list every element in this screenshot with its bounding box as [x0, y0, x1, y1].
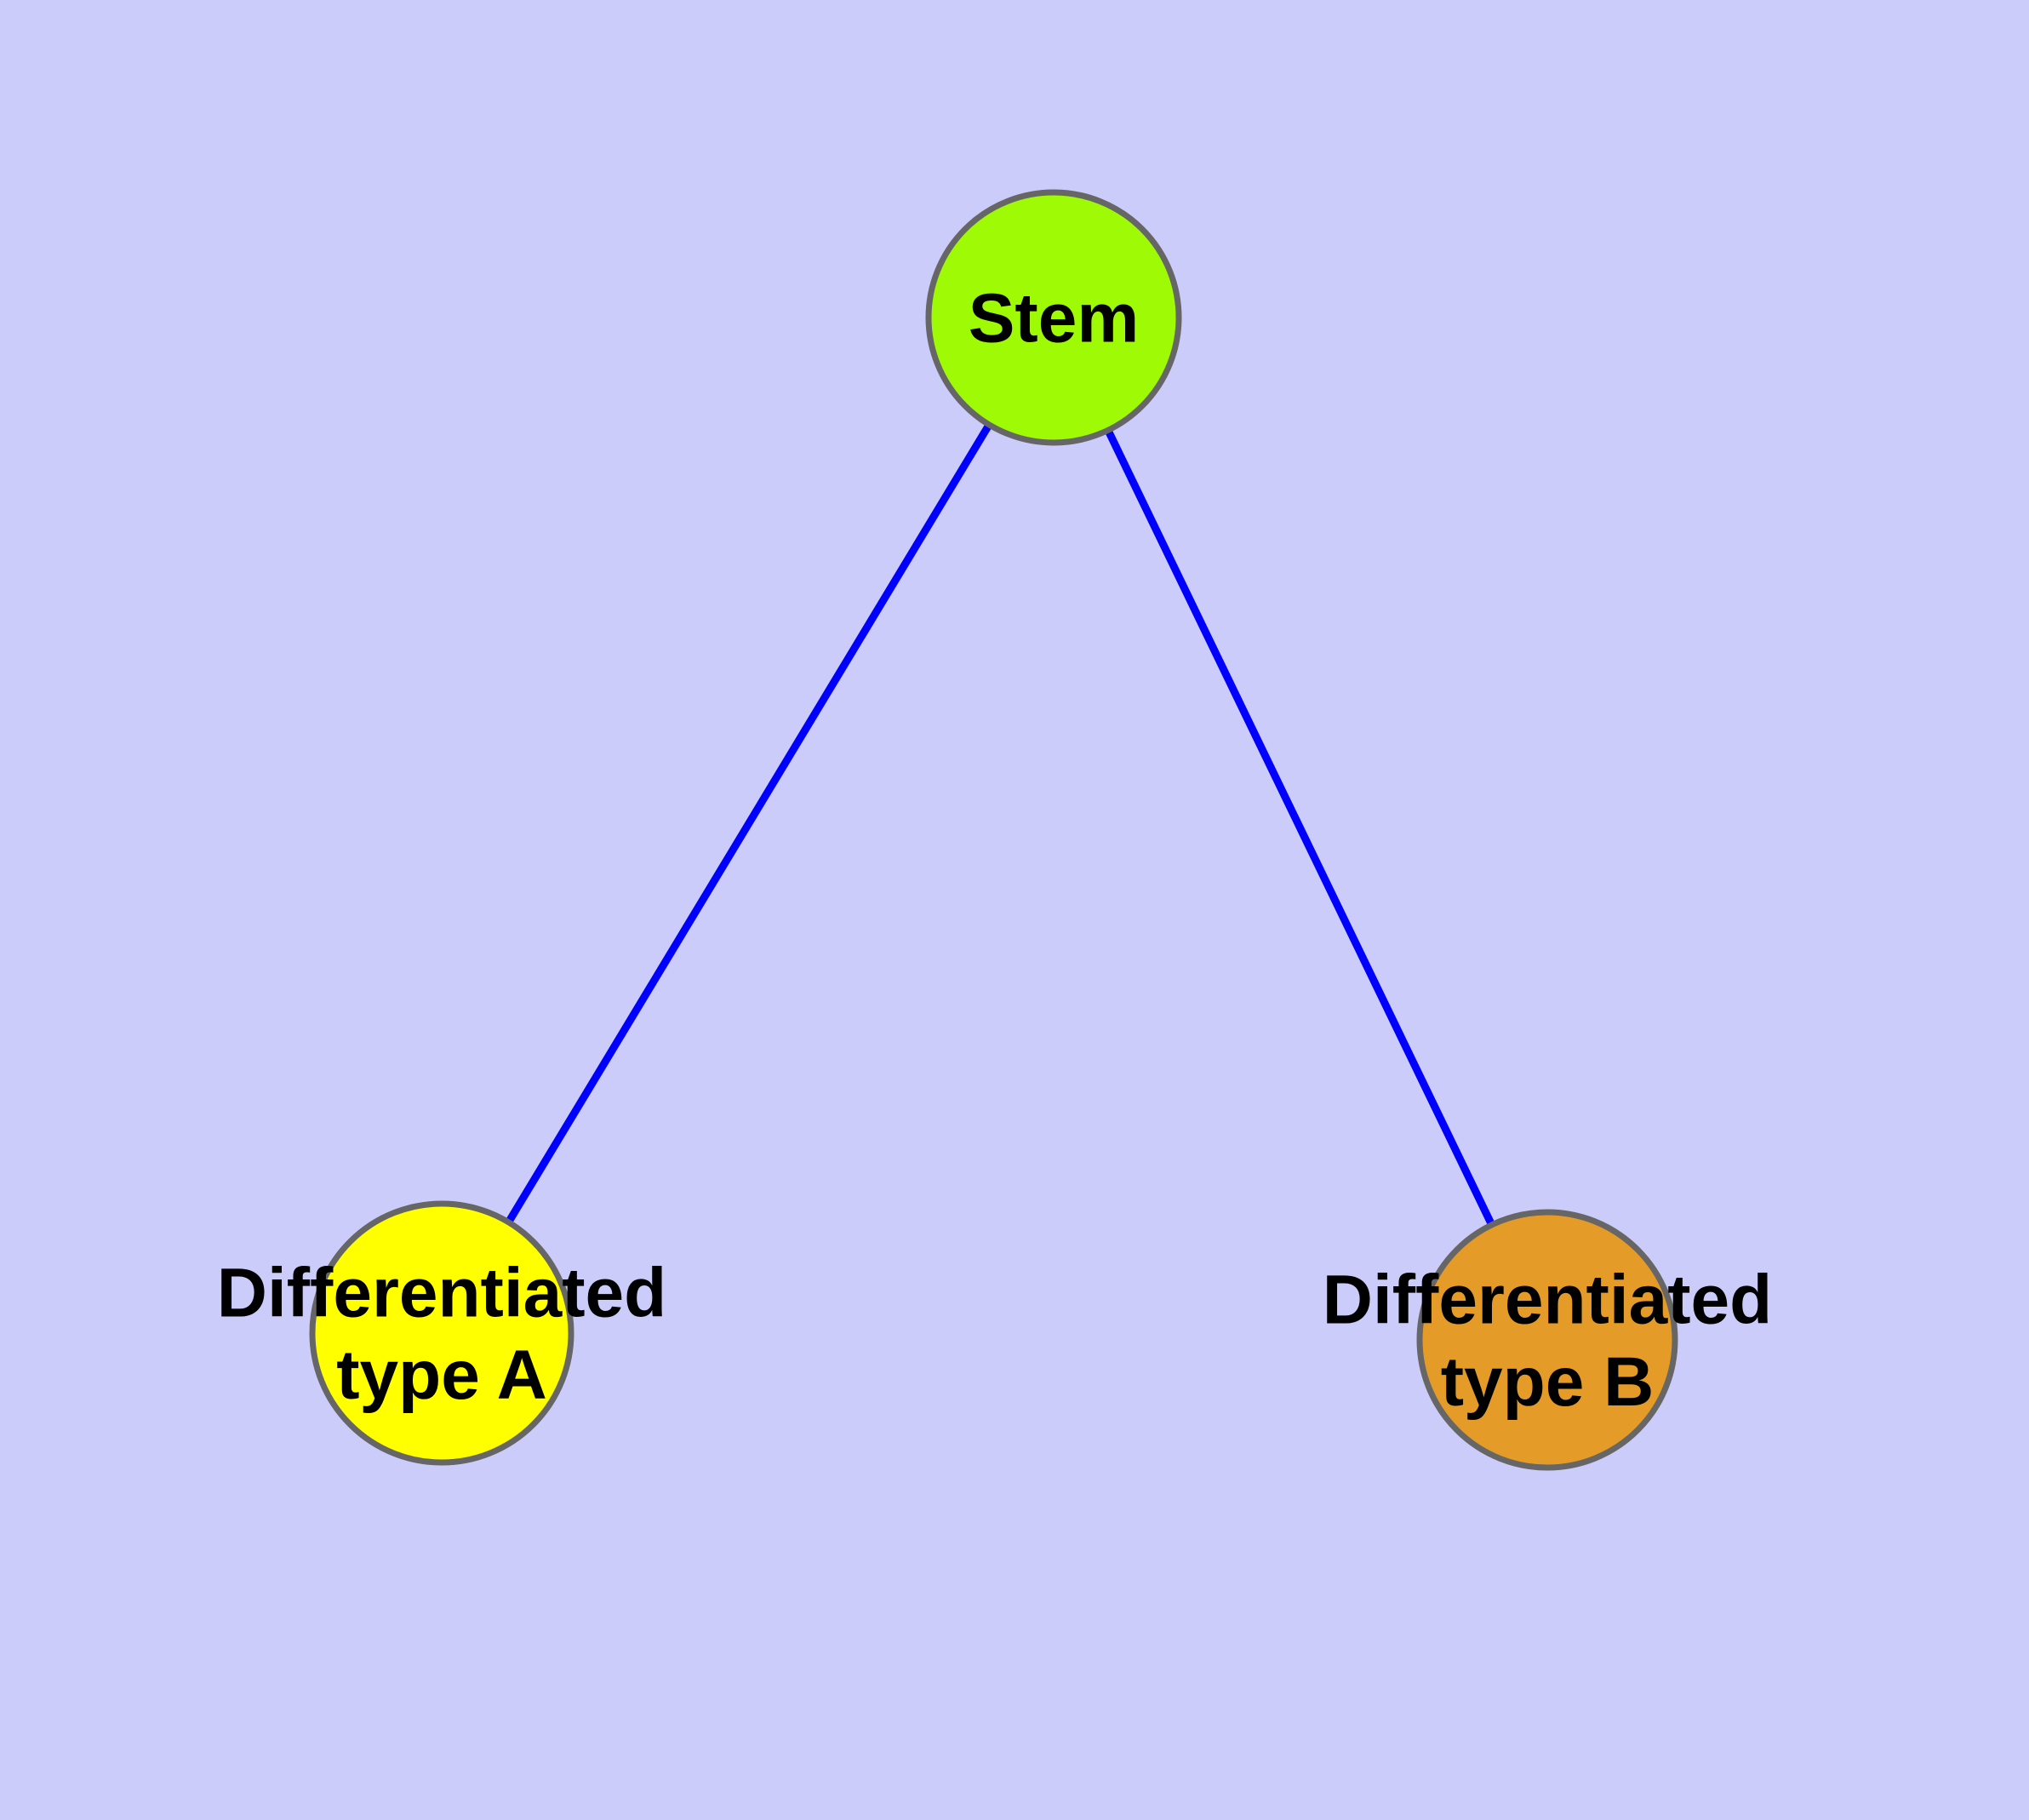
node-differentiated-type-a-label-line-2: type A	[336, 1336, 547, 1414]
node-stem-label-line-1: Stem	[969, 280, 1140, 358]
node-stem[interactable]	[925, 189, 1182, 446]
node-differentiated-type-a[interactable]	[309, 1200, 574, 1466]
node-stem-circle[interactable]	[925, 189, 1182, 446]
edge-stem-to-differentiated-b[interactable]	[1104, 428, 1495, 1227]
edges-layer	[505, 422, 1495, 1227]
node-differentiated-type-b-label-line-2: type B	[1441, 1343, 1655, 1421]
node-differentiated-type-b[interactable]	[1416, 1209, 1678, 1471]
labels-layer: Stem Differentiated type A Differentiate…	[217, 280, 1773, 1421]
nodes-layer	[309, 189, 1678, 1471]
node-differentiated-type-b-circle[interactable]	[1416, 1209, 1678, 1471]
node-differentiated-type-a-circle[interactable]	[309, 1200, 574, 1466]
edge-stem-to-differentiated-a[interactable]	[505, 422, 992, 1225]
node-differentiated-type-b-label-line-1: Differentiated	[1323, 1261, 1773, 1338]
node-differentiated-type-a-label-line-1: Differentiated	[217, 1254, 667, 1331]
